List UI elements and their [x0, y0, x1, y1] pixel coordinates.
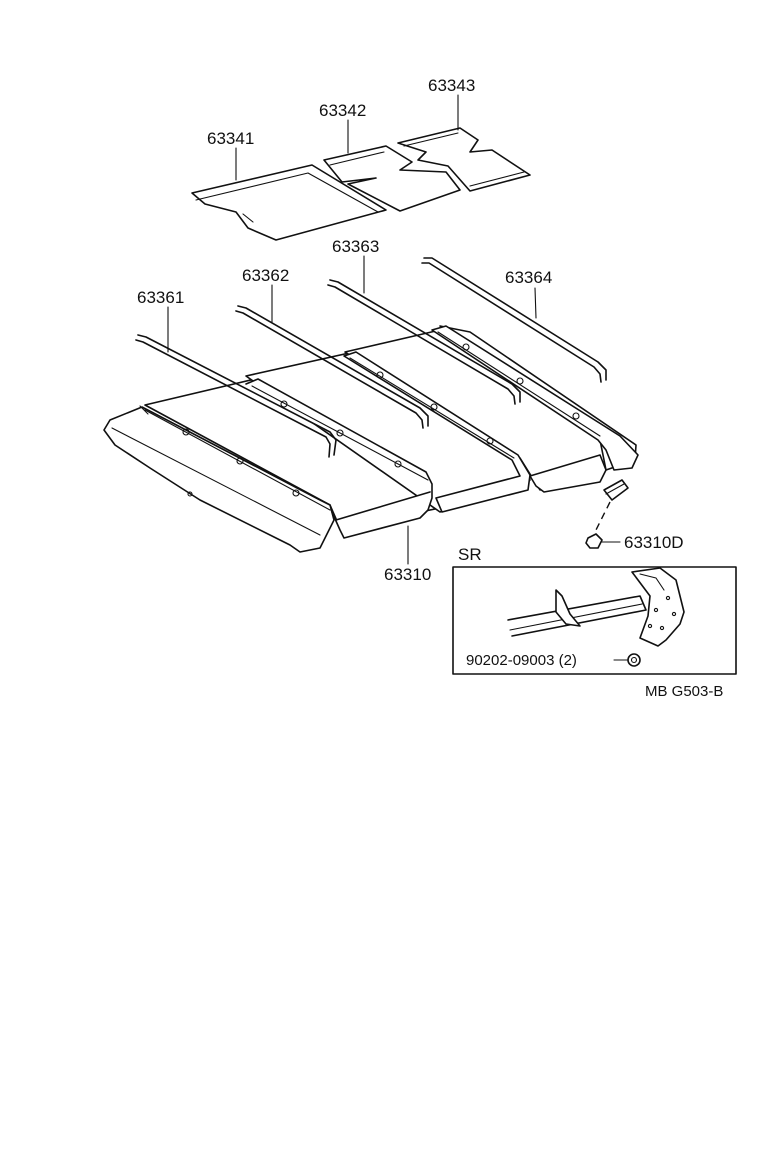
figure-code: MB G503-B [645, 683, 724, 700]
label-63341: 63341 [207, 129, 255, 148]
strip-63363 [327, 279, 521, 405]
mat-63343 [397, 127, 531, 192]
label-63342: 63342 [319, 101, 367, 120]
mat-63341 [191, 164, 387, 241]
clip-63310d [585, 479, 629, 549]
strip-63364 [421, 257, 607, 383]
strip-63361 [135, 334, 337, 458]
board-63310 [103, 325, 639, 553]
label-63363: 63363 [332, 237, 380, 256]
label-63310: 63310 [384, 565, 432, 584]
inset-title: SR [458, 545, 482, 564]
label-63364: 63364 [505, 268, 553, 287]
inset-fastener-label: 90202-09003 (2) [466, 652, 577, 669]
label-63310d: 63310D [624, 533, 684, 552]
mat-63342 [323, 145, 461, 212]
strip-63362 [235, 305, 429, 429]
label-63361: 63361 [137, 288, 185, 307]
leader-lines [167, 94, 621, 565]
label-63343: 63343 [428, 76, 476, 95]
label-63362: 63362 [242, 266, 290, 285]
inset-sr [452, 566, 737, 675]
